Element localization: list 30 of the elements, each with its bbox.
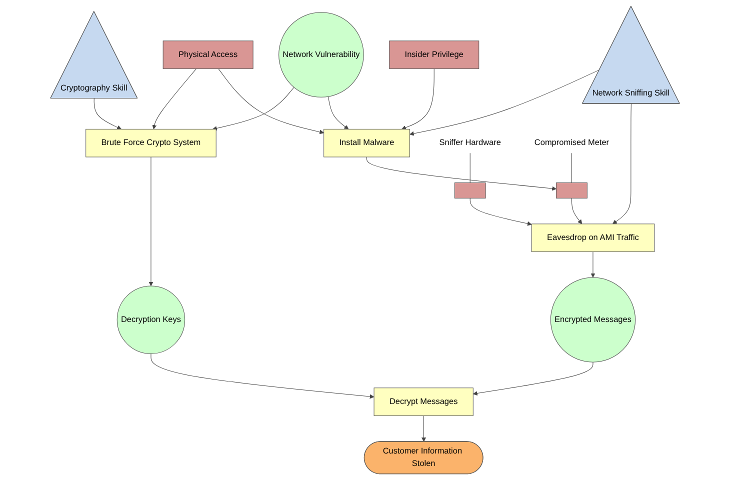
arrow	[94, 98, 122, 130]
arrow	[402, 68, 434, 130]
node-box	[454, 182, 486, 198]
node-box: Insider Privilege	[389, 40, 480, 69]
connector	[571, 152, 572, 183]
arrow	[470, 198, 532, 226]
node-box	[556, 182, 588, 198]
arrow	[152, 68, 197, 130]
arrow	[218, 68, 324, 134]
node-text: Sniffer Hardware	[439, 138, 501, 148]
node-box: Brute Force Crypto System	[86, 128, 216, 158]
arrow	[148, 156, 154, 286]
arrow	[409, 70, 600, 136]
arrow	[328, 96, 349, 130]
node-circle: Network Vulnerability	[278, 12, 364, 98]
node-box: Install Malware	[324, 128, 410, 158]
node-box: Eavesdrop on AMI Traffic	[531, 224, 655, 252]
arrow	[422, 415, 426, 442]
node-box: Physical Access	[162, 40, 254, 69]
arrow	[150, 353, 374, 399]
node-box: Decrypt Messages	[374, 388, 474, 416]
node-circle: Decryption Keys	[116, 286, 186, 354]
arrow	[612, 103, 632, 224]
arrow	[590, 251, 596, 278]
node-text: Compromised Meter	[534, 138, 610, 148]
arrow	[571, 198, 582, 224]
arrow	[472, 362, 594, 396]
node-circle: Encrypted Messages	[550, 277, 636, 362]
arrow	[366, 156, 556, 191]
arrow	[212, 87, 294, 130]
